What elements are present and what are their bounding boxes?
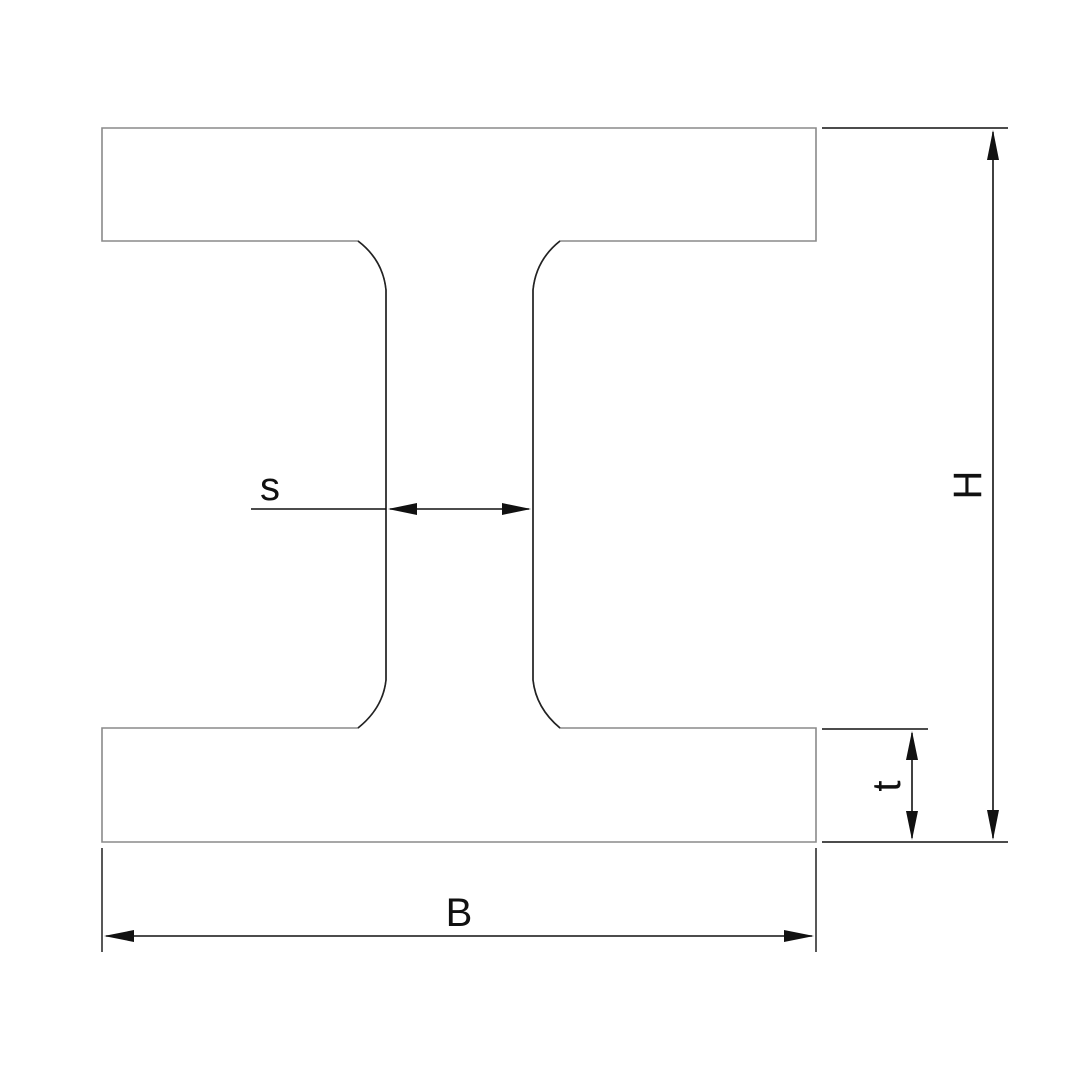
flange-thickness-dimension: t	[822, 728, 928, 840]
width-dimension: B	[101, 848, 817, 952]
flange-thickness-top-arrow	[906, 731, 918, 760]
height-top-arrow	[987, 130, 999, 160]
i-beam-profile	[101, 127, 817, 843]
web-right-edge	[532, 240, 561, 729]
height-dimension: H	[822, 127, 1008, 843]
web-thickness-dimension: s	[251, 465, 531, 515]
width-right-arrow	[784, 930, 814, 942]
height-bottom-arrow	[987, 810, 999, 840]
web-thickness-label: s	[260, 465, 280, 509]
web-thickness-right-arrow	[502, 503, 531, 515]
height-label: H	[946, 471, 990, 500]
web-left-edge	[357, 240, 387, 729]
flange-thickness-label: t	[865, 780, 909, 791]
web-thickness-left-arrow	[388, 503, 417, 515]
width-left-arrow	[104, 930, 134, 942]
flange-thickness-bottom-arrow	[906, 811, 918, 840]
width-label: B	[446, 891, 473, 935]
